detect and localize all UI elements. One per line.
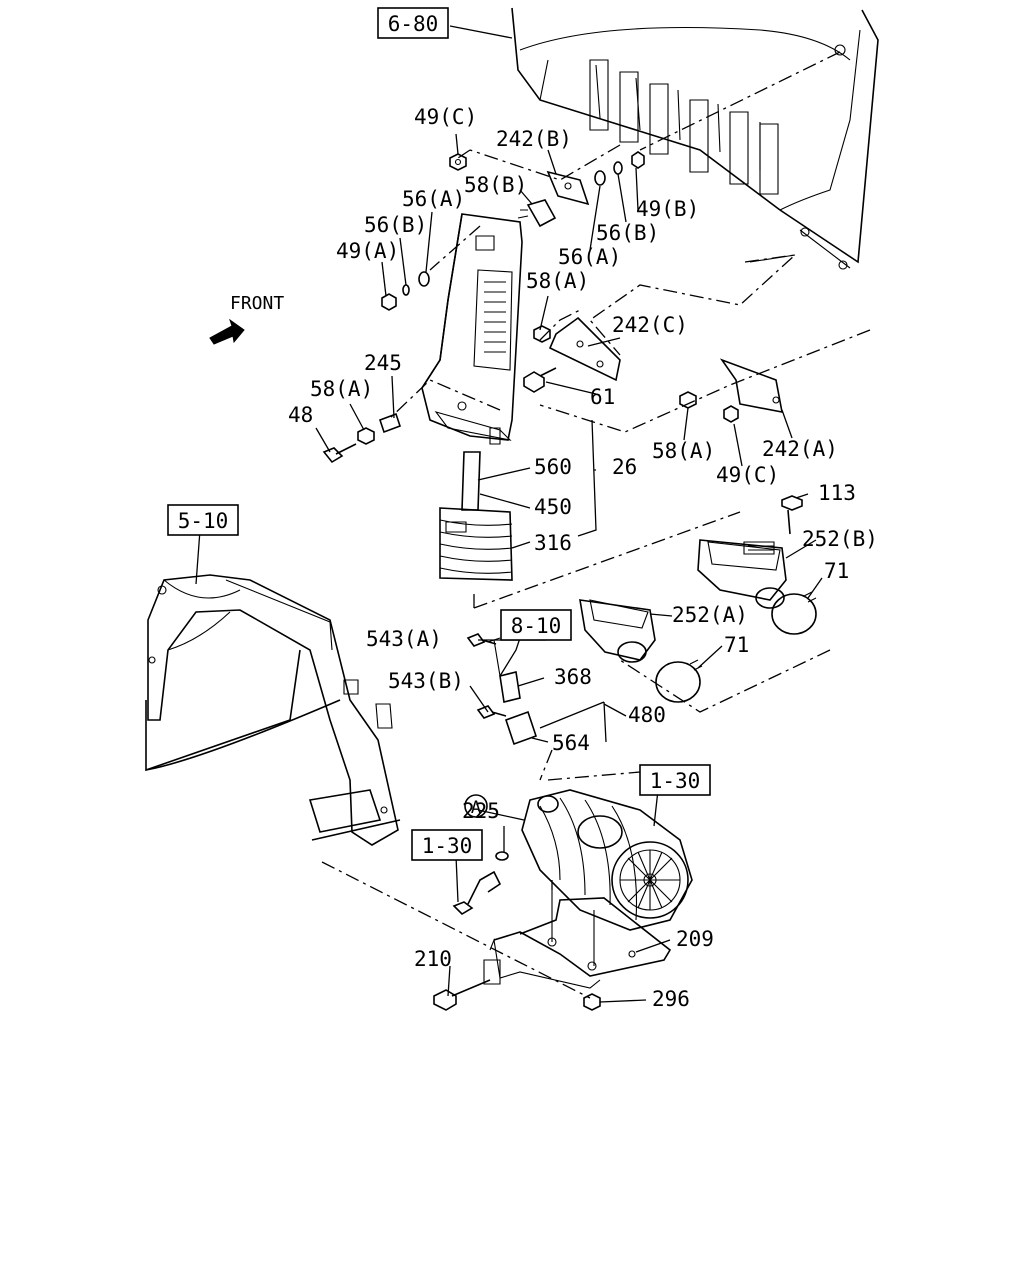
nut-58a-mid bbox=[679, 391, 697, 409]
label-58a-left: 58(A) bbox=[310, 377, 373, 401]
label-316: 316 bbox=[534, 531, 572, 555]
ref-1-30-right: 1-30 bbox=[650, 769, 701, 793]
label-210: 210 bbox=[414, 947, 452, 971]
clamp-71-right bbox=[771, 591, 817, 635]
label-49c-mid: 49(C) bbox=[716, 463, 779, 487]
spacer-245 bbox=[378, 412, 402, 434]
ref-box-1-30-left: 1-30 bbox=[411, 829, 483, 861]
part-labels: 49(C) 242(B) 58(B) 56(A) 56(B) 49(A) 49(… bbox=[288, 105, 878, 1011]
label-368: 368 bbox=[554, 665, 592, 689]
washer-56b-r bbox=[613, 161, 623, 175]
inlet-252b bbox=[697, 539, 787, 609]
label-242b: 242(B) bbox=[496, 127, 572, 151]
oring-225 bbox=[495, 851, 509, 861]
bolt-61 bbox=[523, 367, 557, 393]
svg-text:A: A bbox=[471, 798, 481, 818]
washer-56b-l bbox=[402, 284, 410, 296]
nut-49a bbox=[381, 293, 397, 311]
label-71-right: 71 bbox=[824, 559, 849, 583]
intake-duct-upper bbox=[421, 213, 523, 445]
nut-49c-mid bbox=[723, 405, 739, 423]
ref-8-10: 8-10 bbox=[511, 614, 562, 638]
label-56a-left: 56(A) bbox=[402, 187, 465, 211]
chassis-frame bbox=[145, 574, 401, 846]
ref-box-5-10: 5-10 bbox=[167, 504, 239, 536]
front-arrow: FRONT bbox=[209, 293, 284, 345]
mount-58b bbox=[517, 199, 557, 228]
label-58a-mid: 58(A) bbox=[652, 439, 715, 463]
bolt-48 bbox=[322, 443, 357, 464]
label-56b-right: 56(B) bbox=[596, 221, 659, 245]
label-58a-top: 58(A) bbox=[526, 269, 589, 293]
ref-box-6-80: 6-80 bbox=[377, 7, 449, 39]
label-245: 245 bbox=[364, 351, 402, 375]
label-543b: 543(B) bbox=[388, 669, 464, 693]
washer-56a-r bbox=[594, 170, 606, 186]
bracket-564 bbox=[504, 710, 538, 746]
label-71-mid: 71 bbox=[724, 633, 749, 657]
bolt-210 bbox=[433, 979, 491, 1011]
label-242a: 242(A) bbox=[762, 437, 838, 461]
bracket-209 bbox=[483, 890, 672, 989]
nut-296 bbox=[583, 993, 601, 1011]
ref-box-1-30-right: 1-30 bbox=[639, 764, 711, 796]
ref-box-8-10: 8-10 bbox=[500, 609, 572, 641]
bolt-1-30 bbox=[452, 870, 502, 916]
label-450: 450 bbox=[534, 495, 572, 519]
nut-58a-top bbox=[533, 325, 551, 343]
label-242c: 242(C) bbox=[612, 313, 688, 337]
label-560: 560 bbox=[534, 455, 572, 479]
label-209: 209 bbox=[676, 927, 714, 951]
bolt-113 bbox=[781, 495, 803, 535]
label-296: 296 bbox=[652, 987, 690, 1011]
label-58b: 58(B) bbox=[464, 173, 527, 197]
bracket-242c bbox=[548, 316, 621, 382]
label-56b-left: 56(B) bbox=[364, 213, 427, 237]
label-543a: 543(A) bbox=[366, 627, 442, 651]
ref-1-30-left: 1-30 bbox=[422, 834, 473, 858]
label-49c-top: 49(C) bbox=[414, 105, 477, 129]
label-225: 225 bbox=[462, 799, 500, 823]
label-480: 480 bbox=[628, 703, 666, 727]
label-49b: 49(B) bbox=[636, 197, 699, 221]
label-48: 48 bbox=[288, 403, 313, 427]
screw-543a bbox=[466, 633, 497, 647]
nut-49c-top bbox=[449, 153, 467, 171]
circle-ref-a: A bbox=[464, 794, 488, 818]
screw-543b bbox=[476, 705, 507, 719]
front-label: FRONT bbox=[230, 293, 284, 314]
bracket-242b bbox=[546, 170, 590, 206]
bellows-assembly bbox=[439, 451, 513, 581]
inlet-252a bbox=[579, 599, 656, 663]
label-56a-right: 56(A) bbox=[558, 245, 621, 269]
front-arrow-icon bbox=[209, 318, 245, 345]
label-113: 113 bbox=[818, 481, 856, 505]
nut-49b bbox=[631, 151, 645, 169]
bracket-242a bbox=[719, 358, 784, 414]
label-49a: 49(A) bbox=[336, 239, 399, 263]
air-cleaner bbox=[521, 789, 693, 931]
ref-5-10: 5-10 bbox=[178, 509, 229, 533]
clamp-71-mid bbox=[655, 659, 703, 703]
nut-58a-left bbox=[357, 427, 375, 445]
washer-56a-l bbox=[418, 271, 430, 287]
label-26: 26 bbox=[612, 455, 637, 479]
ref-6-80: 6-80 bbox=[388, 12, 439, 36]
label-252b: 252(B) bbox=[802, 527, 878, 551]
label-61: 61 bbox=[590, 385, 615, 409]
label-252a: 252(A) bbox=[672, 603, 748, 627]
label-564: 564 bbox=[552, 731, 590, 755]
